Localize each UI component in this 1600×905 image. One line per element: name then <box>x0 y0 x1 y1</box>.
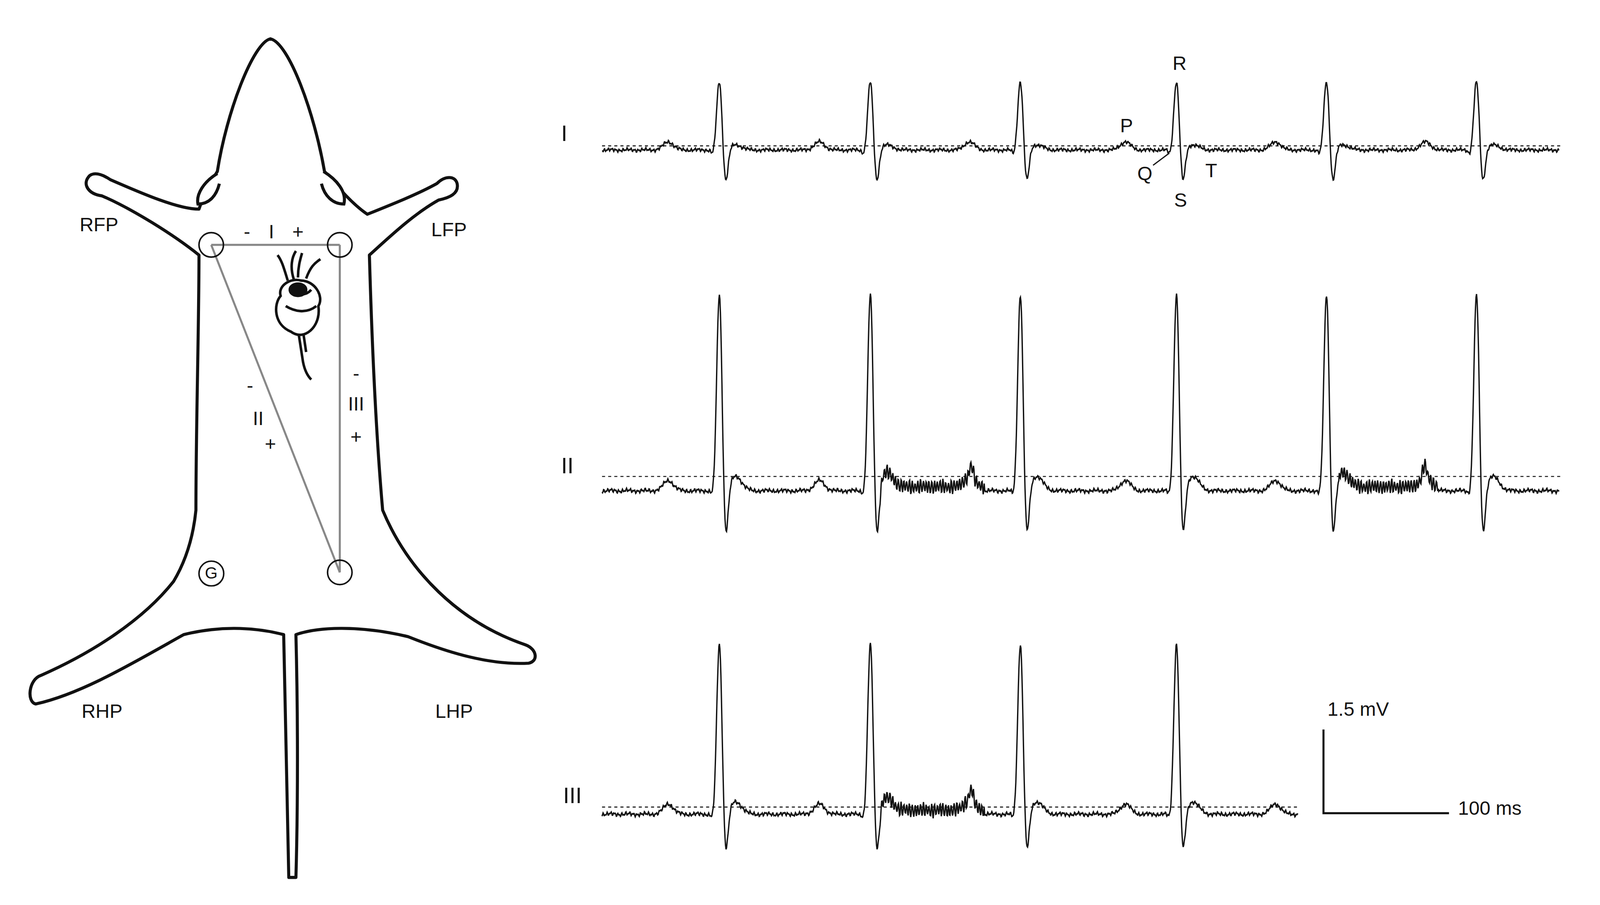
polarity-sign: - <box>353 363 360 384</box>
limb-label: LFP <box>431 219 467 240</box>
limb-label: LHP <box>435 701 474 721</box>
limb-label: RFP <box>79 214 119 235</box>
scale-label: 1.5 mV <box>1327 699 1390 719</box>
lead-name: I <box>561 122 568 145</box>
ecg-trace <box>602 81 1560 181</box>
limb-label: RHP <box>81 701 123 721</box>
lead-name: II <box>252 408 264 429</box>
polarity-sign: - <box>243 222 251 242</box>
polarity-sign: - <box>246 375 254 396</box>
wave-label: S <box>1174 190 1188 210</box>
scale-bar <box>1323 729 1450 813</box>
wave-label: R <box>1172 53 1187 74</box>
wave-label: Q <box>1137 163 1153 184</box>
lead-name: III <box>348 394 365 414</box>
polarity-sign: + <box>264 434 277 454</box>
polarity-sign: + <box>350 427 362 447</box>
lead-name: III <box>562 784 582 808</box>
rat-outline <box>29 38 536 878</box>
ground-electrode: G <box>197 559 225 587</box>
electrode <box>199 232 353 585</box>
wave-label: P <box>1120 115 1134 136</box>
ecg-trace <box>602 293 1560 532</box>
electrode-letter: G <box>204 565 218 582</box>
lead-triangle <box>211 244 340 573</box>
scale-label: 100 ms <box>1458 798 1522 818</box>
lead-name: I <box>268 222 275 242</box>
polarity-sign: + <box>292 222 304 242</box>
ecg-traces <box>602 81 1560 850</box>
ecg-trace <box>602 642 1299 850</box>
wave-label: T <box>1205 160 1218 181</box>
baseline <box>602 145 1562 808</box>
leader-line <box>1153 153 1170 166</box>
heart-illustration <box>276 250 321 380</box>
left-ear <box>197 173 220 205</box>
right-ear <box>321 171 345 205</box>
lead-name: II <box>560 454 574 478</box>
